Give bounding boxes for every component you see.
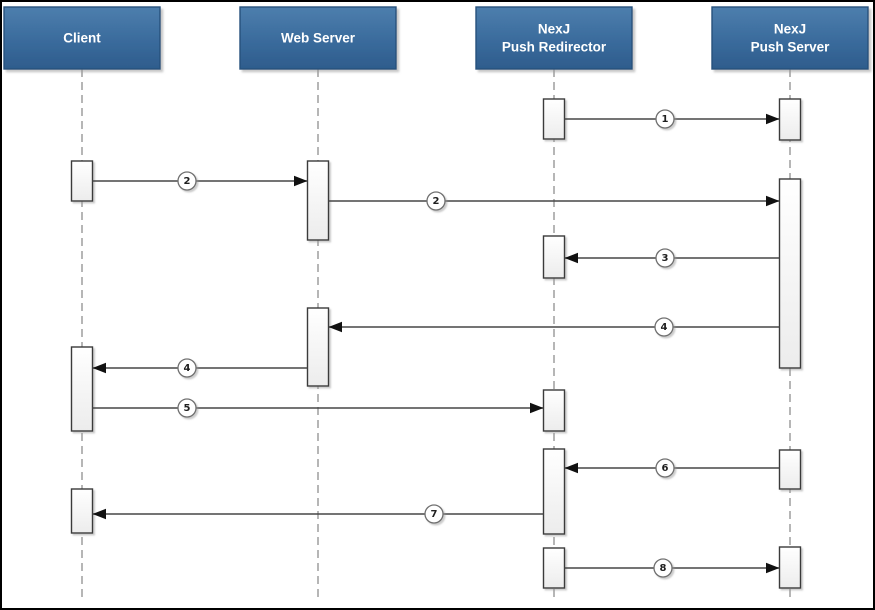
actor-box-web-server	[239, 6, 397, 70]
message-number: 2	[433, 196, 440, 207]
activation-push-redirector-5	[542, 98, 566, 140]
actor-label-web-server: Web Server	[281, 31, 356, 46]
actor-header-push-redirector: NexJ Push Redirector	[475, 6, 633, 70]
message-number-badge	[655, 458, 675, 478]
actor-label-line: Client	[63, 31, 101, 46]
activation-push-redirector-6	[542, 235, 566, 279]
actor-header-web-server: Web Server	[239, 6, 397, 70]
actor-label-line: Push Redirector	[502, 40, 607, 55]
actor-header-push-server: NexJ Push Server	[711, 6, 869, 70]
message-arrowhead	[564, 252, 578, 264]
actor-box-push-redirector	[475, 6, 633, 70]
message-arrowhead	[92, 362, 106, 374]
activation-push-server-12	[778, 449, 802, 490]
activation-push-redirector-8	[542, 448, 566, 535]
message-number-badge	[653, 558, 673, 578]
activation-push-server-10	[778, 98, 802, 141]
message-4-4: 4	[328, 317, 780, 337]
activation-push-redirector-7	[542, 389, 566, 432]
message-4-5: 4	[92, 358, 308, 378]
message-arrowhead	[530, 402, 544, 414]
activation-web-server-4	[306, 307, 330, 387]
message-arrowhead	[766, 562, 780, 574]
message-2-1: 2	[92, 171, 308, 191]
message-5-6: 5	[92, 398, 544, 418]
message-arrowhead	[766, 113, 780, 125]
message-2-2: 2	[328, 191, 780, 211]
message-number: 6	[662, 463, 669, 474]
actor-label-line: Push Server	[751, 40, 831, 55]
actor-label-line: NexJ	[538, 22, 570, 37]
actor-label-push-redirector: NexJ Push Redirector	[502, 22, 607, 55]
activation-client-1	[70, 346, 94, 432]
message-number: 2	[184, 176, 191, 187]
activation-web-server-3	[306, 160, 330, 241]
message-arrowhead	[92, 508, 106, 520]
actor-label-client: Client	[63, 31, 101, 46]
message-number-badge	[426, 191, 446, 211]
actor-box-client	[3, 6, 161, 70]
message-7-8: 7	[92, 504, 544, 524]
activation-client-2	[70, 488, 94, 534]
message-6-7: 6	[564, 458, 780, 478]
message-arrowhead	[328, 321, 342, 333]
message-1-0: 1	[564, 109, 780, 129]
activation-push-redirector-9	[542, 547, 566, 589]
message-3-3: 3	[564, 248, 780, 268]
message-number-badge	[654, 317, 674, 337]
message-number-badge	[655, 248, 675, 268]
activation-push-server-13	[778, 546, 802, 589]
actor-header-client: Client	[3, 6, 161, 70]
actor-label-line: Web Server	[281, 31, 356, 46]
message-number: 8	[660, 563, 667, 574]
message-arrowhead	[766, 195, 780, 207]
message-number-badge	[424, 504, 444, 524]
actor-label-push-server: NexJ Push Server	[751, 22, 831, 55]
message-arrowhead	[294, 175, 308, 187]
message-number: 4	[184, 363, 191, 374]
message-number-badge	[177, 358, 197, 378]
activation-push-server-11	[778, 178, 802, 369]
actor-box-push-server	[711, 6, 869, 70]
message-arrowhead	[564, 462, 578, 474]
message-number-badge	[177, 171, 197, 191]
message-number-badge	[655, 109, 675, 129]
message-number: 4	[661, 322, 668, 333]
activation-client-0	[70, 160, 94, 202]
message-8-9: 8	[564, 558, 780, 578]
message-number-badge	[177, 398, 197, 418]
actor-label-line: NexJ	[774, 22, 806, 37]
message-number: 7	[431, 509, 438, 520]
message-number: 3	[662, 253, 669, 264]
message-number: 5	[184, 403, 191, 414]
message-number: 1	[662, 114, 669, 125]
